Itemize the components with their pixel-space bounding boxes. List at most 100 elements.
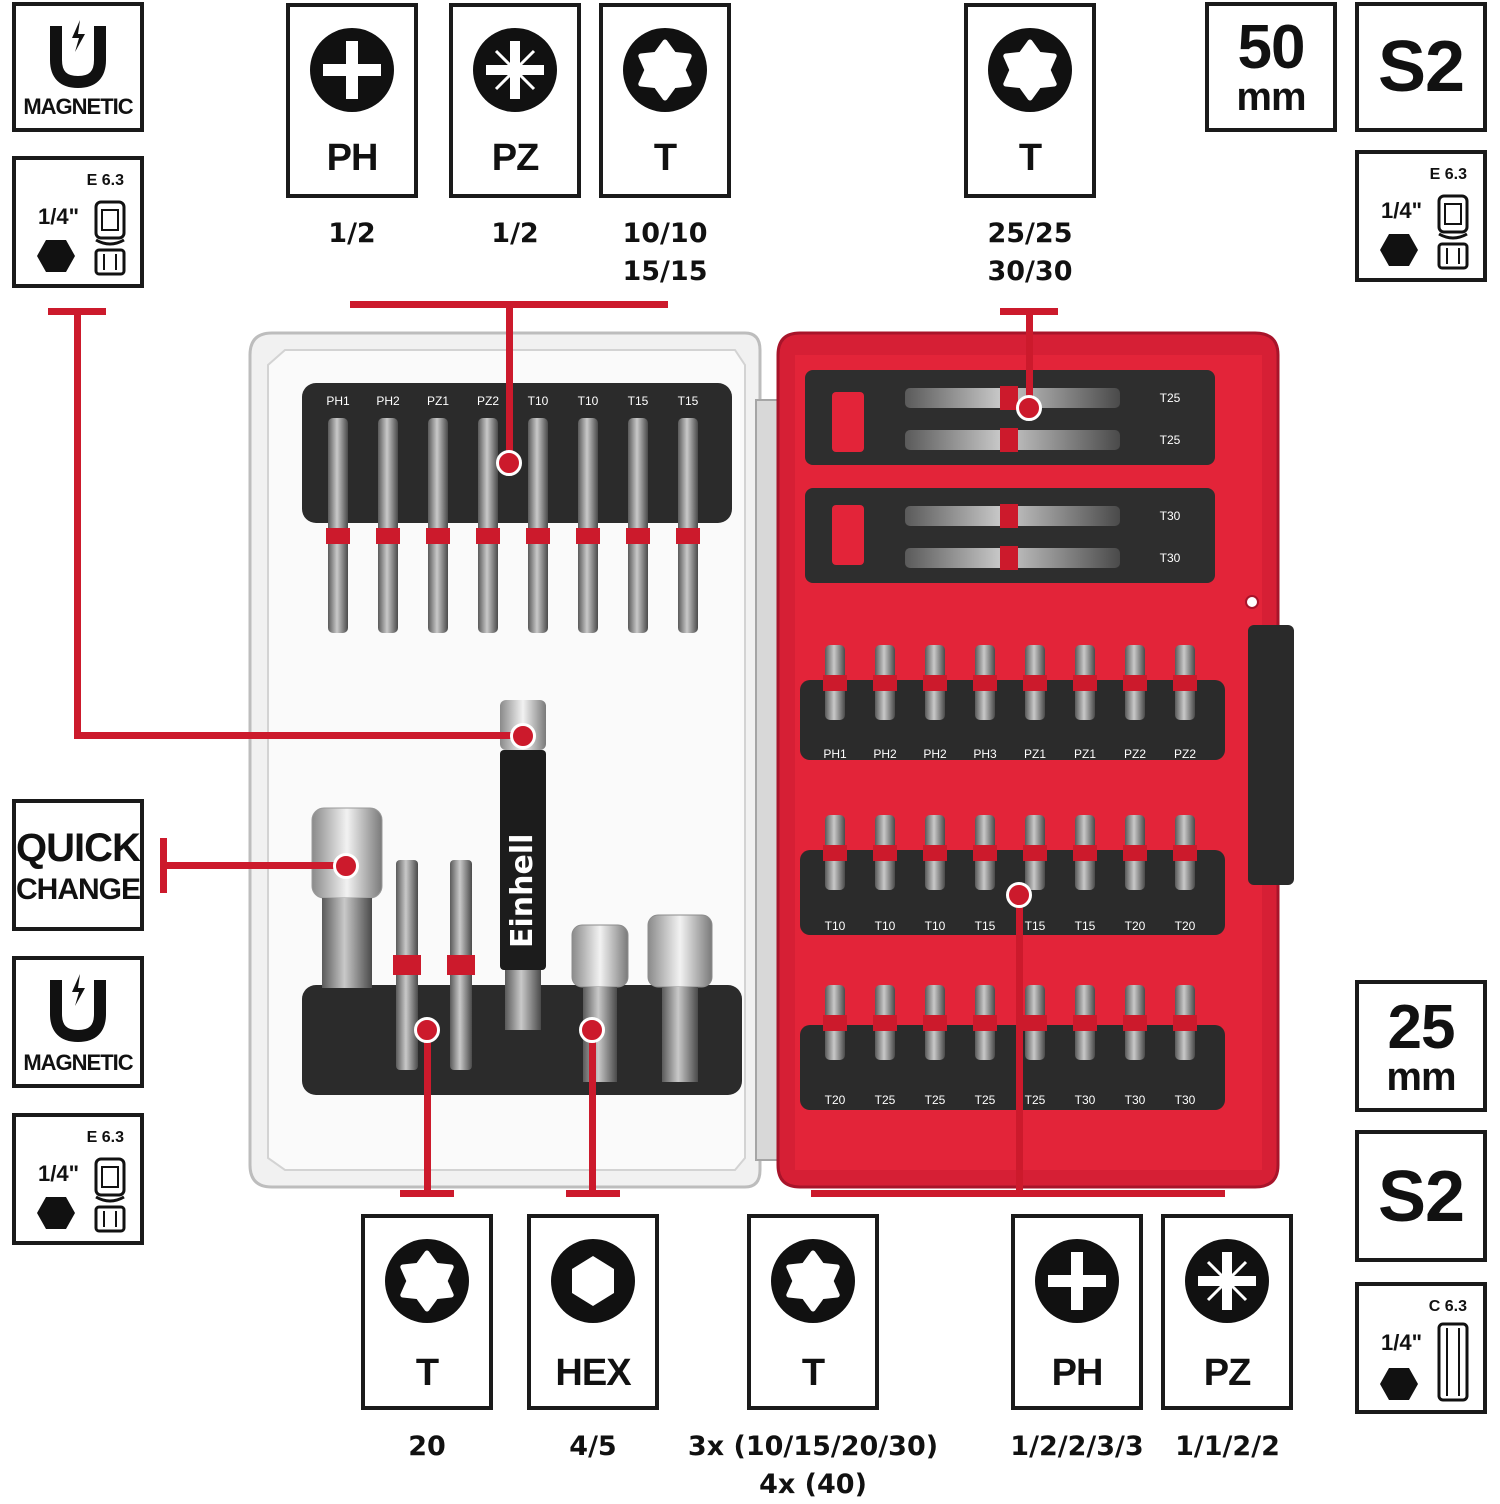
lid-bit <box>526 418 550 633</box>
shank-badge-e63-bottom-left: E 6.3 1/4" <box>12 1113 144 1245</box>
phillips-icon <box>1035 1239 1119 1323</box>
e-shank-bit-icon <box>1437 194 1469 270</box>
e-shank-bit-icon <box>94 200 126 276</box>
case-bit <box>873 815 897 890</box>
lid-bit <box>326 418 350 633</box>
bit-size-label: PH1 <box>823 747 847 761</box>
shank-badge-c63: C 6.3 1/4" <box>1355 1282 1487 1414</box>
shank-badge-e63-top-right: E 6.3 1/4" <box>1355 150 1487 282</box>
magnetic-label: MAGNETIC <box>23 94 133 119</box>
length-badge-50: 50 mm <box>1205 2 1337 132</box>
case-bit <box>973 815 997 890</box>
e-shank-bit-icon <box>94 1157 126 1233</box>
bit-type-label: HEX <box>555 1352 631 1394</box>
bit-size-label: PH2 <box>873 747 897 761</box>
bit-size-label: T30 <box>1160 509 1181 523</box>
bit-sizes-t-top-left: 10/10 15/15 <box>622 218 708 287</box>
bit-type-label: PH <box>326 137 379 179</box>
bit-size-label: T25 <box>925 1093 946 1107</box>
case-bit <box>1123 815 1147 890</box>
c-shank-bit-icon <box>1437 1322 1469 1402</box>
hex-shank-icon <box>1380 1368 1418 1400</box>
tray-bit <box>905 546 1120 570</box>
bit-size-label: PH2 <box>923 747 947 761</box>
shank-size-label: 1/4" <box>38 1161 80 1186</box>
bit-size-label: T10 <box>875 919 896 933</box>
bit-sizes-t-top-right: 25/25 30/30 <box>987 218 1073 287</box>
bit-type-card-ph-top: PH <box>286 3 418 198</box>
case-bit <box>873 645 897 720</box>
bit-type-card-ph-case: PH <box>1011 1214 1143 1410</box>
bit-size-label: PH2 <box>376 394 400 408</box>
bit-sizes-pz-top: 1/2 <box>491 218 539 249</box>
tray-bit <box>905 428 1120 452</box>
shank-type-label: E 6.3 <box>1429 166 1467 183</box>
bit-sizes-ph-case: 1/2/2/3/3 <box>1010 1431 1144 1462</box>
bit-size-label: PZ1 <box>1024 747 1046 761</box>
case-bit <box>873 985 897 1060</box>
case-bit <box>1073 985 1097 1060</box>
hex-shank-icon <box>1380 234 1418 266</box>
case-bit <box>923 815 947 890</box>
quick-change-badge: QUICK CHANGE <box>12 799 144 931</box>
bit-size-label: PZ1 <box>1074 747 1096 761</box>
material-badge-top: S2 <box>1355 2 1487 132</box>
bit-size-label: T25 <box>875 1093 896 1107</box>
pozidriv-icon <box>473 28 557 112</box>
bit-size-label: PH3 <box>973 747 997 761</box>
case-bit <box>973 645 997 720</box>
tray-bit <box>905 504 1120 528</box>
hex-icon <box>551 1239 635 1323</box>
lid-bit <box>426 418 450 633</box>
bit-type-label: T <box>1018 137 1042 179</box>
bit-size-label: T25 <box>1160 391 1181 405</box>
bit-size-label: T20 <box>1125 919 1146 933</box>
quick-change-line2: CHANGE <box>16 873 141 906</box>
case-bit <box>923 645 947 720</box>
lid-bit <box>676 418 700 633</box>
magnetic-badge-bottom: MAGNETIC <box>12 956 144 1088</box>
phillips-icon <box>310 28 394 112</box>
lid-bit <box>476 418 500 633</box>
magnet-icon <box>50 20 106 88</box>
pozidriv-icon <box>1185 1239 1269 1323</box>
case-bit <box>923 985 947 1060</box>
bit-size-label: PZ2 <box>477 394 499 408</box>
case-bit <box>1173 985 1197 1060</box>
bit-size-label: T15 <box>1075 919 1096 933</box>
magnetic-label: MAGNETIC <box>23 1050 133 1075</box>
case-bit <box>1123 985 1147 1060</box>
bit-size-label: T25 <box>975 1093 996 1107</box>
case-bit <box>1123 645 1147 720</box>
bit-type-label: T <box>653 137 677 179</box>
bit-size-label: T25 <box>1160 433 1181 447</box>
bit-type-card-t-top-right: T <box>964 3 1096 198</box>
bit-size-label: PZ1 <box>427 394 449 408</box>
case-bit <box>823 985 847 1060</box>
bit-size-label: PH1 <box>326 394 350 408</box>
shank-size-label: 1/4" <box>38 204 80 229</box>
bit-size-label: T30 <box>1125 1093 1146 1107</box>
shank-size-label: 1/4" <box>1381 1330 1423 1355</box>
bit-size-label: T10 <box>925 919 946 933</box>
bit-sizes-t-case: 3x (10/15/20/30) 4x (40) <box>687 1431 939 1500</box>
bit-type-card-t-case: T <box>747 1214 879 1410</box>
case-bit <box>1173 645 1197 720</box>
bit-sizes-pz-case: 1/1/2/2 <box>1175 1431 1280 1462</box>
shank-type-label: E 6.3 <box>86 1129 124 1146</box>
material-label: S2 <box>1377 1157 1465 1237</box>
bit-type-label: T <box>801 1352 825 1394</box>
bit-type-label: T <box>415 1352 439 1394</box>
quick-change-adapter <box>311 807 383 988</box>
bit-type-label: PZ <box>1203 1352 1252 1394</box>
lid-bit <box>626 418 650 633</box>
bit-size-label: T10 <box>578 394 599 408</box>
bit-size-label: T30 <box>1075 1093 1096 1107</box>
bit-size-label: T20 <box>825 1093 846 1107</box>
bit-size-label: T20 <box>1175 919 1196 933</box>
torx-icon <box>988 28 1072 112</box>
bit-type-label: PZ <box>491 137 540 179</box>
case-bit <box>1023 645 1047 720</box>
magnet-icon <box>50 974 106 1042</box>
case-bit <box>823 645 847 720</box>
